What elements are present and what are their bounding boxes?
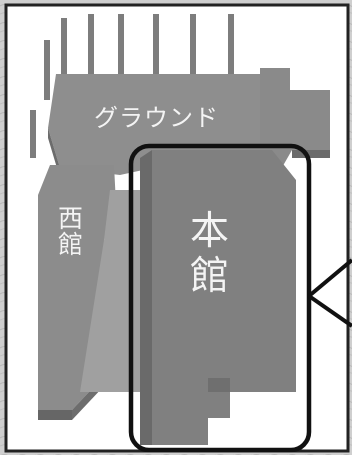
main-building xyxy=(152,150,296,445)
callout-line-lower xyxy=(307,294,352,328)
east-wing xyxy=(260,68,330,178)
fence-posts xyxy=(30,14,234,158)
ground-area xyxy=(48,74,268,175)
callout-line-upper xyxy=(307,258,352,298)
